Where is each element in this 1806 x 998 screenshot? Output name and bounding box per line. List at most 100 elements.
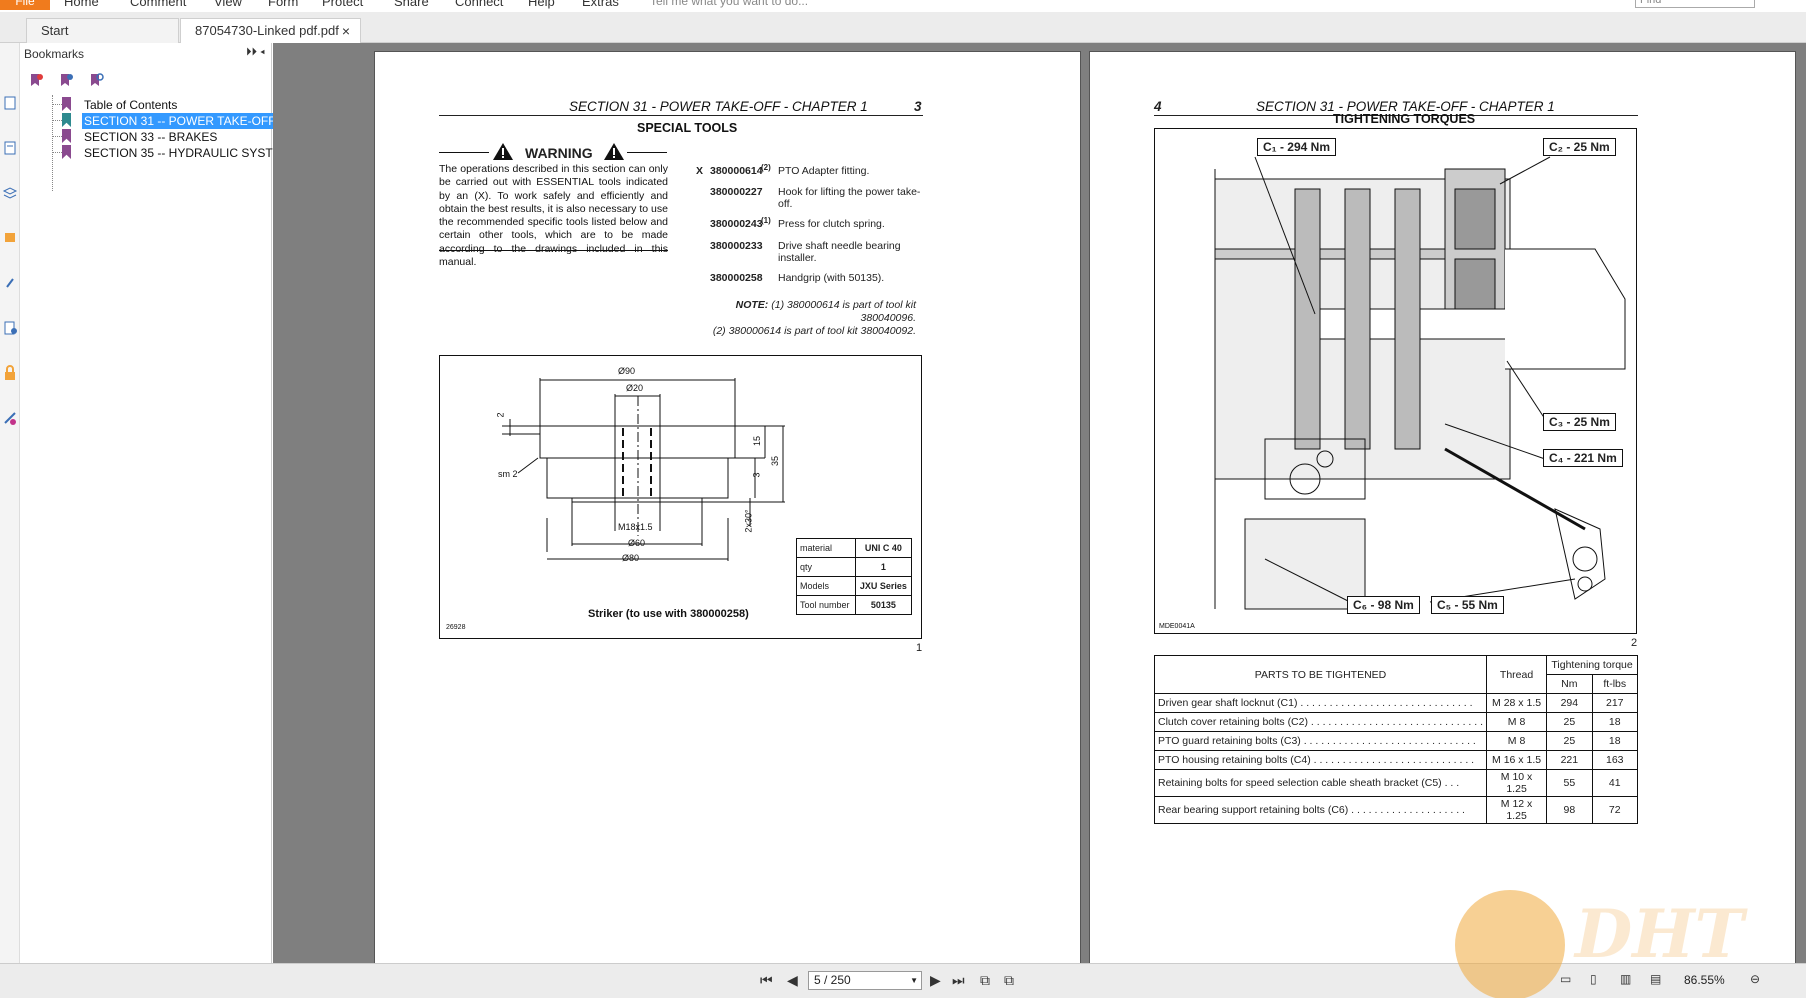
- dim-label: Ø20: [626, 383, 644, 393]
- tool-desc: Press for clutch spring.: [778, 218, 885, 230]
- part-cell: Clutch cover retaining bolts (C2) . . . …: [1153, 712, 1488, 732]
- bookmark-icon: [62, 145, 71, 159]
- tool-number: 380000233: [710, 240, 763, 252]
- bookmark-label: SECTION 35 -- HYDRAULIC SYSTEMS: [84, 146, 299, 160]
- layers-icon[interactable]: [2, 185, 18, 201]
- tool-number: 380000258: [710, 272, 763, 284]
- single-page-view-icon[interactable]: ▭: [1560, 972, 1572, 986]
- tab-document[interactable]: 87054730-Linked pdf.pdf ×: [180, 18, 361, 43]
- dim-label: Ø60: [628, 538, 646, 548]
- previous-page-button[interactable]: ◀: [787, 972, 798, 988]
- ribbon-menu: File Home Comment View Form Protect Shar…: [0, 0, 1806, 12]
- nm-cell: 221: [1546, 750, 1593, 770]
- menu-help[interactable]: Help: [528, 0, 555, 9]
- tree-connector: [52, 104, 62, 105]
- dim-label: Ø80: [622, 553, 640, 563]
- last-page-button[interactable]: ⏭: [952, 972, 965, 988]
- find-bookmark-icon[interactable]: [88, 72, 104, 88]
- col-header-ftlbs: ft-lbs: [1591, 674, 1639, 694]
- tool-desc: PTO Adapter fitting.: [778, 165, 870, 177]
- continuous-view-icon[interactable]: ▯: [1590, 972, 1597, 986]
- figure-number: 2: [1631, 637, 1638, 649]
- table-row: PTO housing retaining bolts (C4) . . . .…: [1153, 750, 1639, 770]
- dim-label: 2: [495, 412, 506, 418]
- zoom-level[interactable]: 86.55%: [1684, 973, 1725, 987]
- menu-extras[interactable]: Extras: [582, 0, 619, 9]
- spec-value: 50135: [854, 595, 913, 615]
- tool-item: 380000227 Hook for lifting the power tak…: [696, 186, 936, 214]
- add-bookmark-icon[interactable]: [58, 72, 74, 88]
- lock-icon[interactable]: [2, 365, 18, 381]
- signature-icon[interactable]: [2, 320, 18, 336]
- tab-start[interactable]: Start: [26, 18, 179, 43]
- zoom-out-icon[interactable]: ⊖: [1750, 972, 1761, 986]
- menu-connect[interactable]: Connect: [455, 0, 504, 9]
- nm-cell: 98: [1546, 796, 1593, 824]
- drawing-caption: Striker (to use with 380000258): [588, 608, 749, 620]
- first-page-button[interactable]: ⏮: [760, 972, 773, 988]
- page-header: SECTION 31 - POWER TAKE-OFF - CHAPTER 1: [1256, 99, 1555, 114]
- tree-connector: [52, 120, 62, 121]
- close-tab-icon[interactable]: ×: [341, 23, 350, 39]
- menu-view[interactable]: View: [214, 0, 242, 9]
- thumbnails-icon[interactable]: [2, 140, 18, 156]
- pdf-page-4: 4 SECTION 31 - POWER TAKE-OFF - CHAPTER …: [1089, 51, 1796, 963]
- menu-share[interactable]: Share: [394, 0, 429, 9]
- page-header: SECTION 31 - POWER TAKE-OFF - CHAPTER 1: [569, 99, 868, 114]
- section-title: SPECIAL TOOLS: [637, 121, 738, 135]
- menu-protect[interactable]: Protect: [322, 0, 364, 9]
- dim-label: 35: [770, 455, 781, 467]
- part-cell: PTO guard retaining bolts (C3) . . . . .…: [1153, 731, 1488, 751]
- bookmarks-panel-controls[interactable]: ⏵⏵ ◂: [245, 46, 265, 58]
- table-row: Retaining bolts for speed selection cabl…: [1153, 769, 1639, 797]
- ftlbs-cell: 41: [1591, 769, 1639, 797]
- document-viewer[interactable]: SECTION 31 - POWER TAKE-OFF - CHAPTER 1 …: [273, 43, 1806, 963]
- bookmarks-panel: Bookmarks ⏵⏵ ◂ Table of Contents SECTION…: [20, 43, 299, 963]
- page-icon[interactable]: [2, 95, 18, 111]
- tree-connector: [52, 95, 53, 191]
- page-number-input[interactable]: 5 / 250 ▼: [808, 971, 922, 990]
- col-header-nm: Nm: [1546, 674, 1593, 694]
- tools-icon[interactable]: [2, 410, 18, 426]
- page-number: 4: [1154, 99, 1162, 114]
- tool-desc: Handgrip (with 50135).: [778, 272, 885, 284]
- warning-text: The operations described in this section…: [439, 163, 668, 269]
- delete-bookmark-icon[interactable]: [28, 72, 44, 88]
- torque-table: PARTS TO BE TIGHTENED Thread Tightening …: [1153, 655, 1639, 824]
- spec-value: UNI C 40: [854, 538, 913, 558]
- menu-form[interactable]: Form: [268, 0, 299, 9]
- spec-value: 1: [854, 557, 913, 577]
- tree-connector: [52, 136, 62, 137]
- menu-comment[interactable]: Comment: [130, 0, 187, 9]
- facing-view-icon[interactable]: ▥: [1620, 972, 1632, 986]
- tell-me-box[interactable]: Tell me what you want to do...: [650, 0, 809, 8]
- pto-assembly-diagram: C₁ - 294 Nm C₂ - 25 Nm C₃ - 25 Nm C₄ - 2…: [1154, 128, 1637, 634]
- next-view-icon[interactable]: ⧉: [1004, 972, 1014, 988]
- find-input[interactable]: Find: [1635, 0, 1755, 8]
- warning-icon: [493, 143, 513, 160]
- torque-callout-c6: C₆ - 98 Nm: [1347, 596, 1420, 614]
- spec-key: Tool number: [796, 595, 856, 615]
- attachment-icon[interactable]: [2, 275, 18, 291]
- figure-number: 1: [916, 642, 923, 654]
- dim-label: M18x1.5: [618, 522, 653, 532]
- dim-label: Ø90: [618, 366, 636, 376]
- tool-desc: Drive shaft needle bearing installer.: [778, 240, 901, 264]
- bookmark-icon: [62, 129, 71, 143]
- next-page-button[interactable]: ▶: [930, 972, 941, 988]
- torque-callout-c3: C₃ - 25 Nm: [1543, 413, 1616, 431]
- previous-view-icon[interactable]: ⧉: [980, 972, 990, 988]
- col-header-thread: Thread: [1486, 655, 1548, 694]
- file-menu-button[interactable]: File: [0, 0, 50, 10]
- tool-number: 380000614: [710, 165, 763, 177]
- tool-item: 380000243(1) Press for clutch spring.: [696, 216, 936, 232]
- note-line-2: (2) 380000614 is part of tool kit 380040…: [712, 325, 916, 337]
- continuous-facing-view-icon[interactable]: ▤: [1650, 972, 1662, 986]
- dim-label: 15: [752, 435, 763, 447]
- menu-home[interactable]: Home: [64, 0, 99, 9]
- chevron-down-icon[interactable]: ▼: [910, 976, 918, 985]
- spec-value: JXU Series: [854, 576, 913, 596]
- comments-icon[interactable]: [2, 230, 18, 246]
- ftlbs-cell: 18: [1591, 731, 1639, 751]
